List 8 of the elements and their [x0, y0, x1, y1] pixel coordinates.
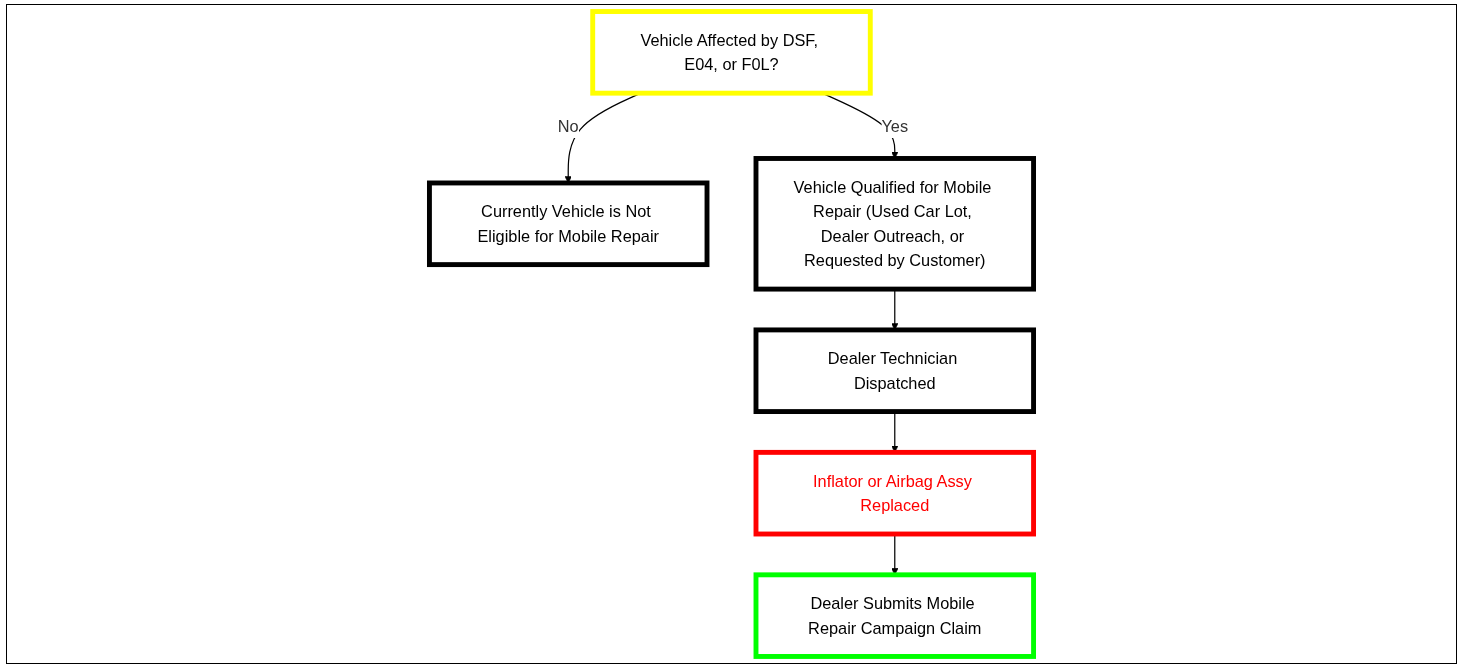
node-box: Dealer Technician Dispatched — [753, 327, 1036, 414]
node-box: Dealer Submits Mobile Repair Campaign Claim — [753, 572, 1036, 659]
node-box: Vehicle Qualified for Mobile Repair (Used Car Lot, Dealer Outreach, or Requested by Customer) — [753, 156, 1036, 292]
node-box: Currently Vehicle is Not Eligible for Mobile Repair — [427, 180, 710, 268]
node-box: Inflator or Airbag Assy Replaced — [753, 449, 1036, 537]
edge-label: Yes — [881, 116, 909, 135]
edge-label: No — [557, 116, 579, 135]
node-box: Vehicle Affected by DSF, E04, or F0L? — [590, 9, 873, 96]
